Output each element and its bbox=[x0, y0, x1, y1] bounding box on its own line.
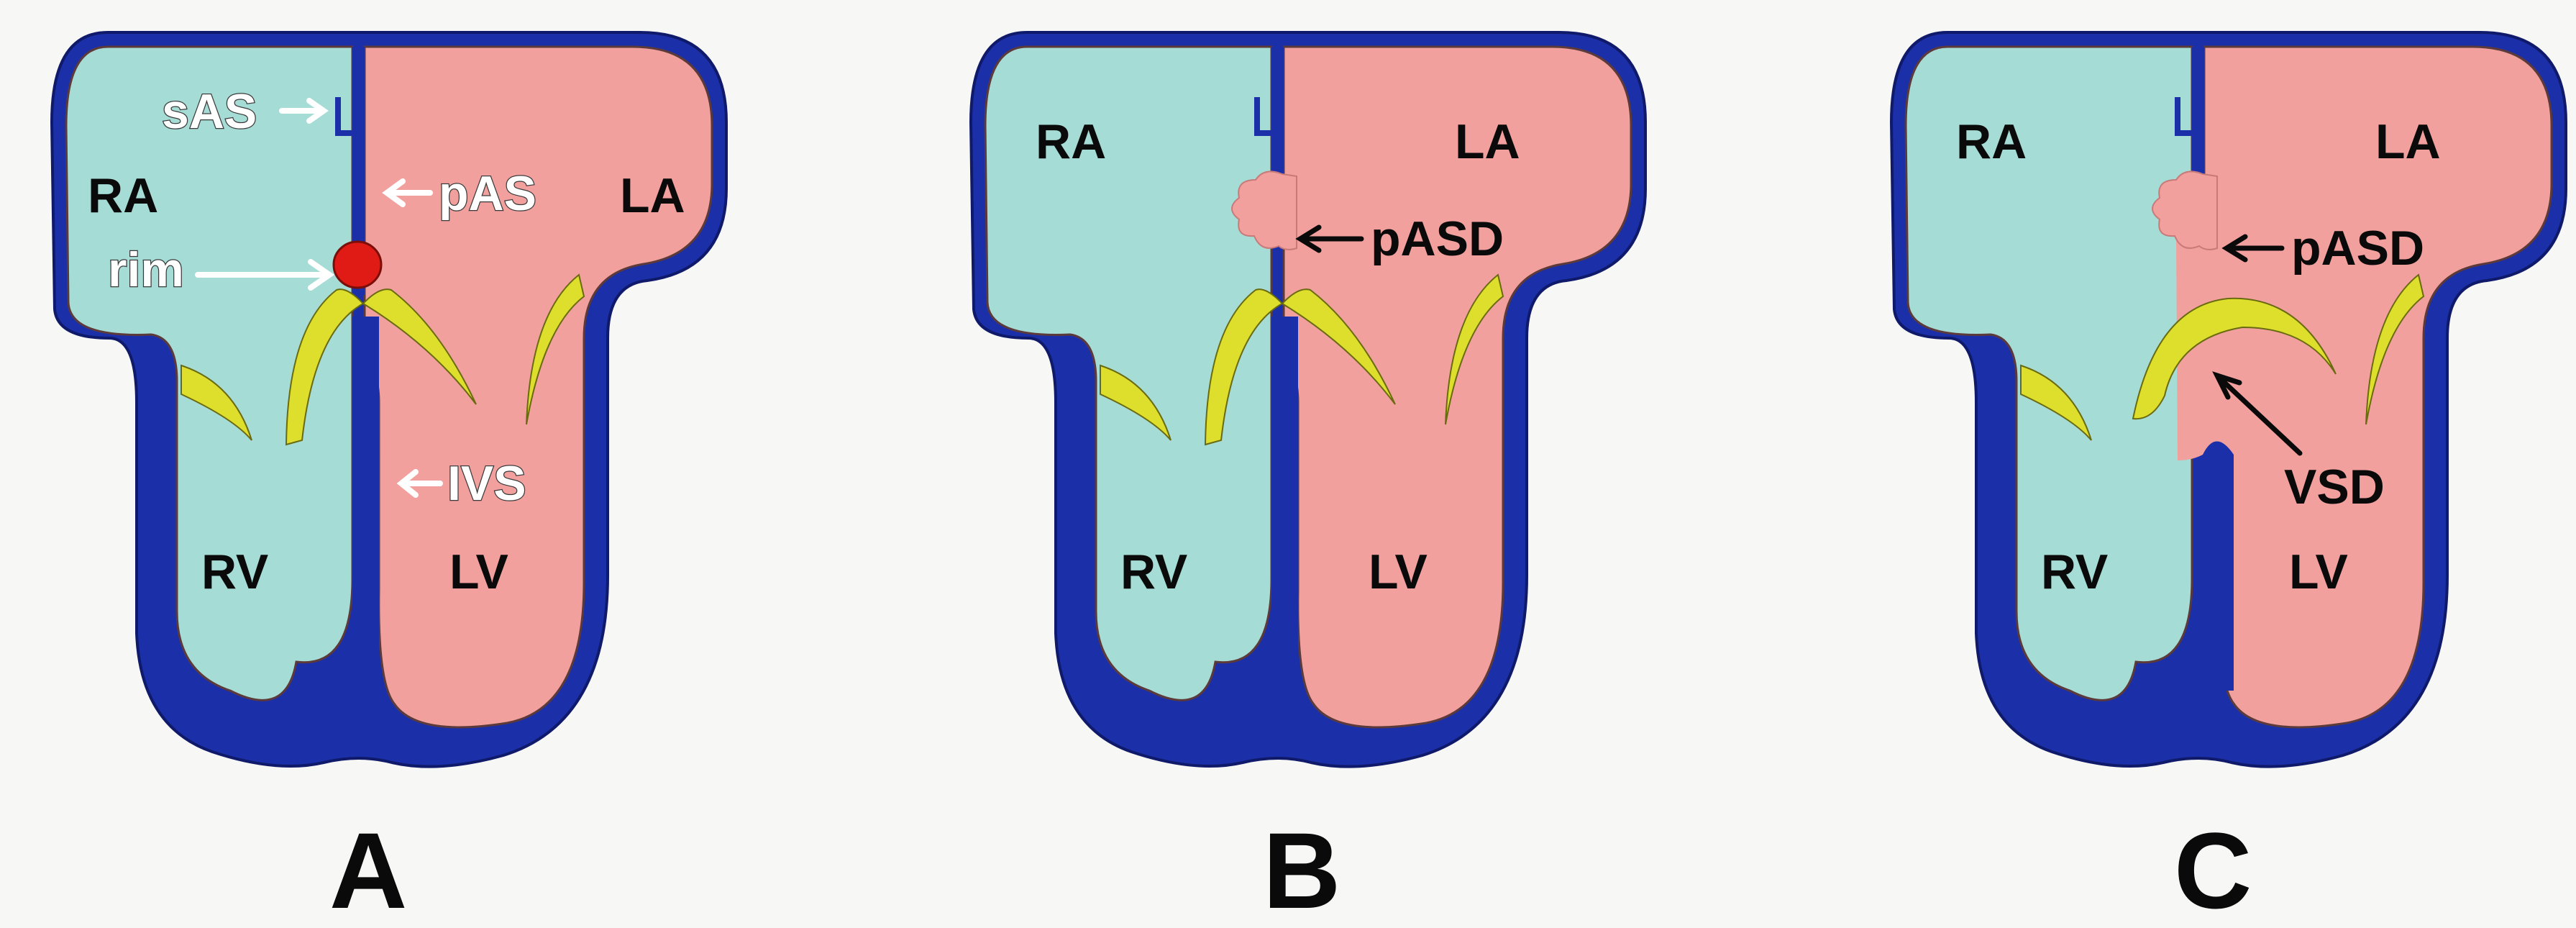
interventricular-septum bbox=[1271, 317, 1298, 719]
label-rv: RV bbox=[201, 545, 268, 599]
label-la: LA bbox=[1455, 114, 1520, 169]
interventricular-septum bbox=[352, 317, 379, 719]
label-lv: LV bbox=[1369, 545, 1428, 599]
secundum-septum-notch bbox=[1254, 97, 1271, 136]
secundum-septum-notch bbox=[335, 97, 352, 136]
annotation-sas: sAS bbox=[162, 84, 257, 139]
label-ra: RA bbox=[1956, 114, 2027, 169]
label-ra: RA bbox=[88, 168, 158, 223]
label-rv: RV bbox=[1120, 545, 1187, 599]
ivs-arrow bbox=[396, 469, 443, 498]
pasd-arrow bbox=[1295, 224, 1364, 253]
label-rv: RV bbox=[2041, 545, 2108, 599]
label-la: LA bbox=[620, 168, 685, 223]
annotation-vsd: VSD bbox=[2284, 460, 2385, 514]
annotation-ivs: IVS bbox=[447, 456, 526, 511]
panel-a: RA LA RV LV sAS pAS rim IVS A bbox=[50, 31, 728, 928]
rim-arrow bbox=[195, 259, 335, 291]
atrial-septum bbox=[352, 47, 365, 295]
vsd-arrow bbox=[2212, 371, 2303, 456]
label-ra: RA bbox=[1036, 114, 1106, 169]
interventricular-septum bbox=[2203, 441, 2234, 691]
panel-b: RA LA RV LV pASD B bbox=[969, 31, 1647, 928]
panel-letter: A bbox=[329, 810, 407, 928]
panel-letter: B bbox=[1263, 810, 1340, 928]
sas-arrow bbox=[279, 98, 329, 124]
annotation-pasd: pASD bbox=[2291, 221, 2424, 276]
left-heart-cavity bbox=[363, 45, 713, 729]
pasd-arrow bbox=[2221, 234, 2285, 263]
panel-letter: C bbox=[2174, 810, 2252, 928]
septal-rim bbox=[332, 240, 383, 289]
label-lv: LV bbox=[2289, 545, 2348, 599]
pas-arrow bbox=[382, 178, 433, 207]
annotation-pas: pAS bbox=[439, 166, 536, 221]
panel-c: RA LA RV LV pASD VSD C bbox=[1890, 31, 2567, 928]
secundum-septum-notch bbox=[2175, 97, 2192, 136]
label-lv: LV bbox=[449, 545, 508, 599]
annotation-pasd: pASD bbox=[1371, 211, 1504, 266]
annotation-rim: rim bbox=[108, 242, 184, 297]
label-la: LA bbox=[2375, 114, 2441, 169]
